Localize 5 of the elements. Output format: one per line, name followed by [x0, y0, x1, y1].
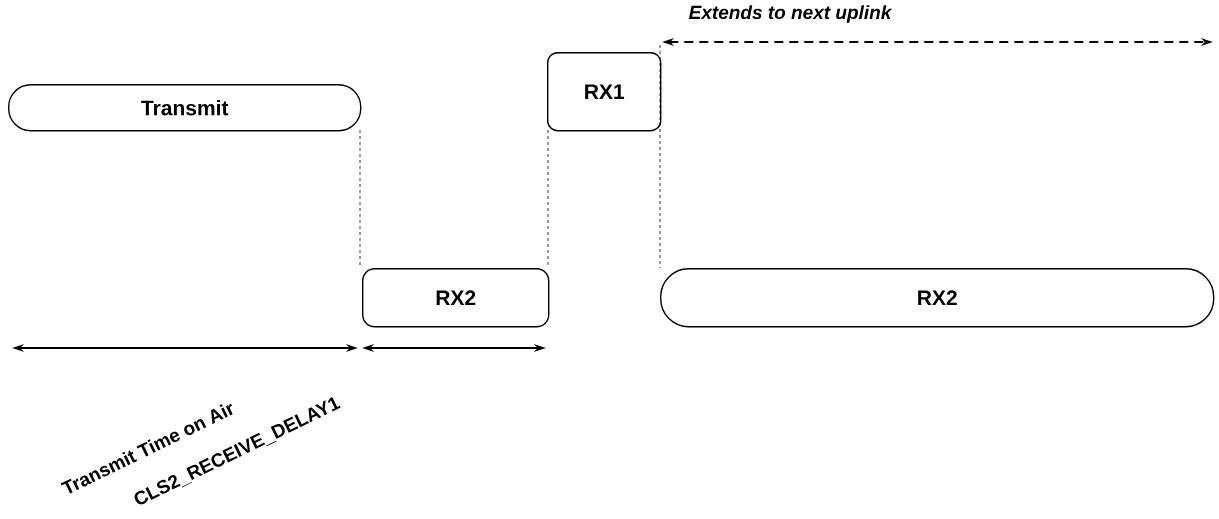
rounded-box: RX1 [547, 52, 662, 132]
rounded-box: RX2 [362, 268, 550, 328]
rounded-box: Transmit [8, 84, 362, 132]
annotation-label: Extends to next uplink [689, 5, 893, 23]
rounded-box: RX2 [660, 268, 1215, 328]
